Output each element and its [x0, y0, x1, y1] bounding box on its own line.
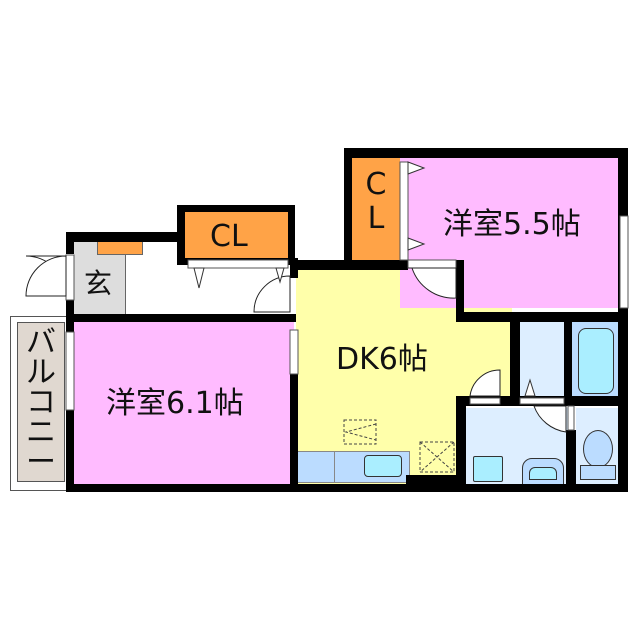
- counter-divider: [334, 451, 335, 483]
- balcony-label: バ ル コ ニ ー: [17, 328, 65, 478]
- kitchen-sink: [364, 455, 402, 477]
- bedroom-east-label: 洋室5.5帖: [443, 207, 581, 242]
- closet-top-label: CL: [210, 219, 248, 254]
- closet-east: [352, 157, 400, 261]
- balcony-char: ル: [26, 355, 56, 390]
- bedroom-west: [72, 320, 294, 488]
- closet-east-label: C L: [352, 170, 400, 234]
- closet-east-label-c: C: [365, 167, 387, 202]
- balcony-area: [17, 322, 65, 482]
- closet-east-label-l: L: [367, 201, 385, 236]
- washing-machine-pan: [473, 456, 503, 482]
- balcony-char: コ: [26, 385, 56, 420]
- bathtub: [578, 328, 614, 394]
- washroom-upper: [518, 322, 568, 398]
- entrance-label: 玄: [84, 267, 113, 300]
- dining-kitchen-label: DK6帖: [336, 342, 428, 377]
- closet-top-interior: [185, 212, 288, 258]
- bedroom-west-label: 洋室6.1帖: [106, 386, 244, 421]
- wash-basin-bowl: [529, 467, 557, 480]
- balcony-char: バ: [26, 325, 56, 360]
- balcony-char: ニ: [26, 415, 56, 450]
- toilet-tank: [580, 465, 616, 480]
- balcony-char: ー: [26, 445, 56, 480]
